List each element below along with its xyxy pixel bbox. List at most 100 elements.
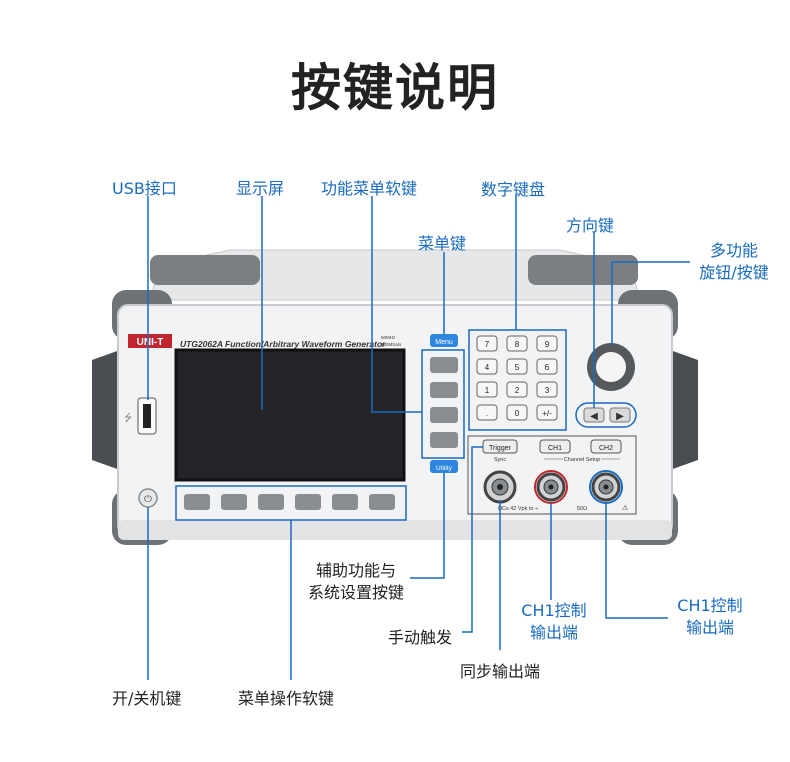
left-bumper (92, 350, 120, 470)
label-display: 显示屏 (236, 179, 285, 198)
panel-base (118, 520, 672, 540)
numpad-key-label: 9 (545, 340, 550, 349)
menu-soft-key-6[interactable] (369, 494, 395, 510)
label-manual-trigger: 手动触发 (388, 628, 453, 647)
func-soft-key-2[interactable] (430, 382, 458, 398)
menu-soft-keys (184, 494, 395, 510)
numpad-key[interactable] (506, 358, 528, 375)
numpad-key[interactable] (506, 381, 528, 398)
numpad-key[interactable] (536, 404, 558, 421)
menu-soft-key-4[interactable] (295, 494, 321, 510)
leader-ch2 (605, 503, 668, 619)
label-ch2-line1: CH1控制 (677, 596, 743, 615)
menu-soft-key-2[interactable] (221, 494, 247, 510)
numpad-key[interactable] (536, 358, 558, 375)
bnc-note: NCs 42 Vpk to ÷ (498, 506, 538, 512)
label-knob-line1: 多功能 (709, 241, 758, 260)
brand-badge (128, 334, 172, 348)
right-bumper (670, 350, 698, 470)
power-icon: ⏻ (144, 494, 152, 505)
label-aux-line2: 系统设置按键 (307, 583, 404, 602)
numpad-key[interactable] (506, 335, 528, 352)
label-ch2-line2: 输出端 (685, 618, 734, 637)
leader-trigger (462, 446, 483, 633)
label-ch2-out: CH1控制 输出端 (668, 595, 752, 639)
numpad-key[interactable] (536, 381, 558, 398)
label-func-soft: 功能菜单软键 (321, 179, 418, 198)
menu-soft-key-1[interactable] (184, 494, 210, 510)
sync-bnc[interactable] (483, 470, 517, 504)
leader-func-soft (371, 196, 422, 413)
menu-soft-key-3[interactable] (258, 494, 284, 510)
ch2-bnc[interactable] (589, 470, 623, 504)
numpad-key-label: 3 (545, 386, 550, 395)
label-aux-line1: 辅助功能与 (315, 561, 396, 580)
label-numpad: 数字键盘 (481, 180, 546, 199)
utility-key[interactable] (430, 460, 458, 473)
numpad-key[interactable] (476, 381, 498, 398)
menu-key[interactable] (430, 334, 458, 347)
menu-soft-key-5[interactable] (332, 494, 358, 510)
display-screen (174, 348, 406, 482)
arrow-left-icon: ◀ (590, 411, 598, 422)
label-menu-soft: 菜单操作软键 (238, 689, 335, 708)
arrow-right-icon: ▶ (616, 411, 624, 422)
numpad-key-label: 7 (485, 340, 490, 349)
numpad-key-label: 8 (515, 340, 520, 349)
label-power: 开/关机键 (112, 689, 182, 708)
output-section-frame (467, 435, 637, 515)
numpad-key[interactable] (476, 358, 498, 375)
ch1-bnc[interactable] (534, 470, 568, 504)
numpad-key[interactable] (536, 335, 558, 352)
utility-key-label: Utility (436, 465, 453, 472)
ch1-key[interactable] (539, 439, 571, 454)
func-soft-key-3[interactable] (430, 407, 458, 423)
leader-aux (410, 473, 445, 579)
label-ch1-line1: CH1控制 (521, 601, 587, 620)
warning-icon: ⚠ (622, 504, 628, 512)
numpad-key-label: 0 (515, 409, 520, 418)
numpad-key-label: 6 (545, 363, 550, 372)
impedance-label: 50Ω (577, 506, 587, 512)
ch2-key[interactable] (590, 439, 622, 454)
numpad-key[interactable] (476, 335, 498, 352)
handle-grip-right (528, 255, 638, 285)
numpad-frame (468, 329, 567, 431)
usb-slot (143, 404, 151, 428)
sync-label: Sync (494, 457, 506, 463)
numpad-key[interactable] (506, 404, 528, 421)
numpad-key-label: 5 (515, 363, 520, 372)
numpad-key-label: +/- (542, 409, 552, 418)
spec-frequency: 60MHz (381, 335, 396, 340)
label-usb: USB接口 (112, 179, 177, 198)
knob-cap (596, 352, 626, 382)
trigger-key-label: Trigger (489, 445, 512, 452)
numpad-key-label: 4 (485, 363, 490, 372)
label-knob-line2: 旋钮/按键 (699, 263, 769, 282)
spec-sample-rate: 250MSa/s (381, 342, 402, 347)
label-aux: 辅助功能与 系统设置按键 (300, 560, 412, 604)
label-sync-out: 同步输出端 (460, 662, 541, 681)
numpad-key-label: 2 (515, 386, 520, 395)
func-soft-keys-frame (421, 349, 465, 459)
numpad-key[interactable] (476, 404, 498, 421)
label-menu: 菜单键 (418, 234, 467, 253)
menu-key-label: Menu (435, 339, 453, 346)
func-soft-key-4[interactable] (430, 432, 458, 448)
usb-symbol-icon: ⭍ (124, 412, 132, 424)
func-soft-key-1[interactable] (430, 357, 458, 373)
channel-setup-bg (563, 455, 601, 462)
channel-setup-label: Channel Setup (564, 457, 600, 463)
label-knob: 多功能 旋钮/按键 (692, 240, 776, 284)
ch1-key-label: CH1 (548, 445, 562, 452)
handle-grip-left (150, 255, 260, 285)
model-text: UTG2062A Function/Arbitrary Waveform Gen… (180, 339, 386, 349)
brand-text: UNI-T (137, 337, 164, 348)
page-title: 按键说明 (291, 59, 499, 117)
direction-keys-frame (575, 402, 637, 428)
numpad-key-label: 1 (485, 386, 490, 395)
label-ch1-line2: 输出端 (529, 623, 578, 642)
direction-right-key[interactable] (609, 407, 631, 423)
